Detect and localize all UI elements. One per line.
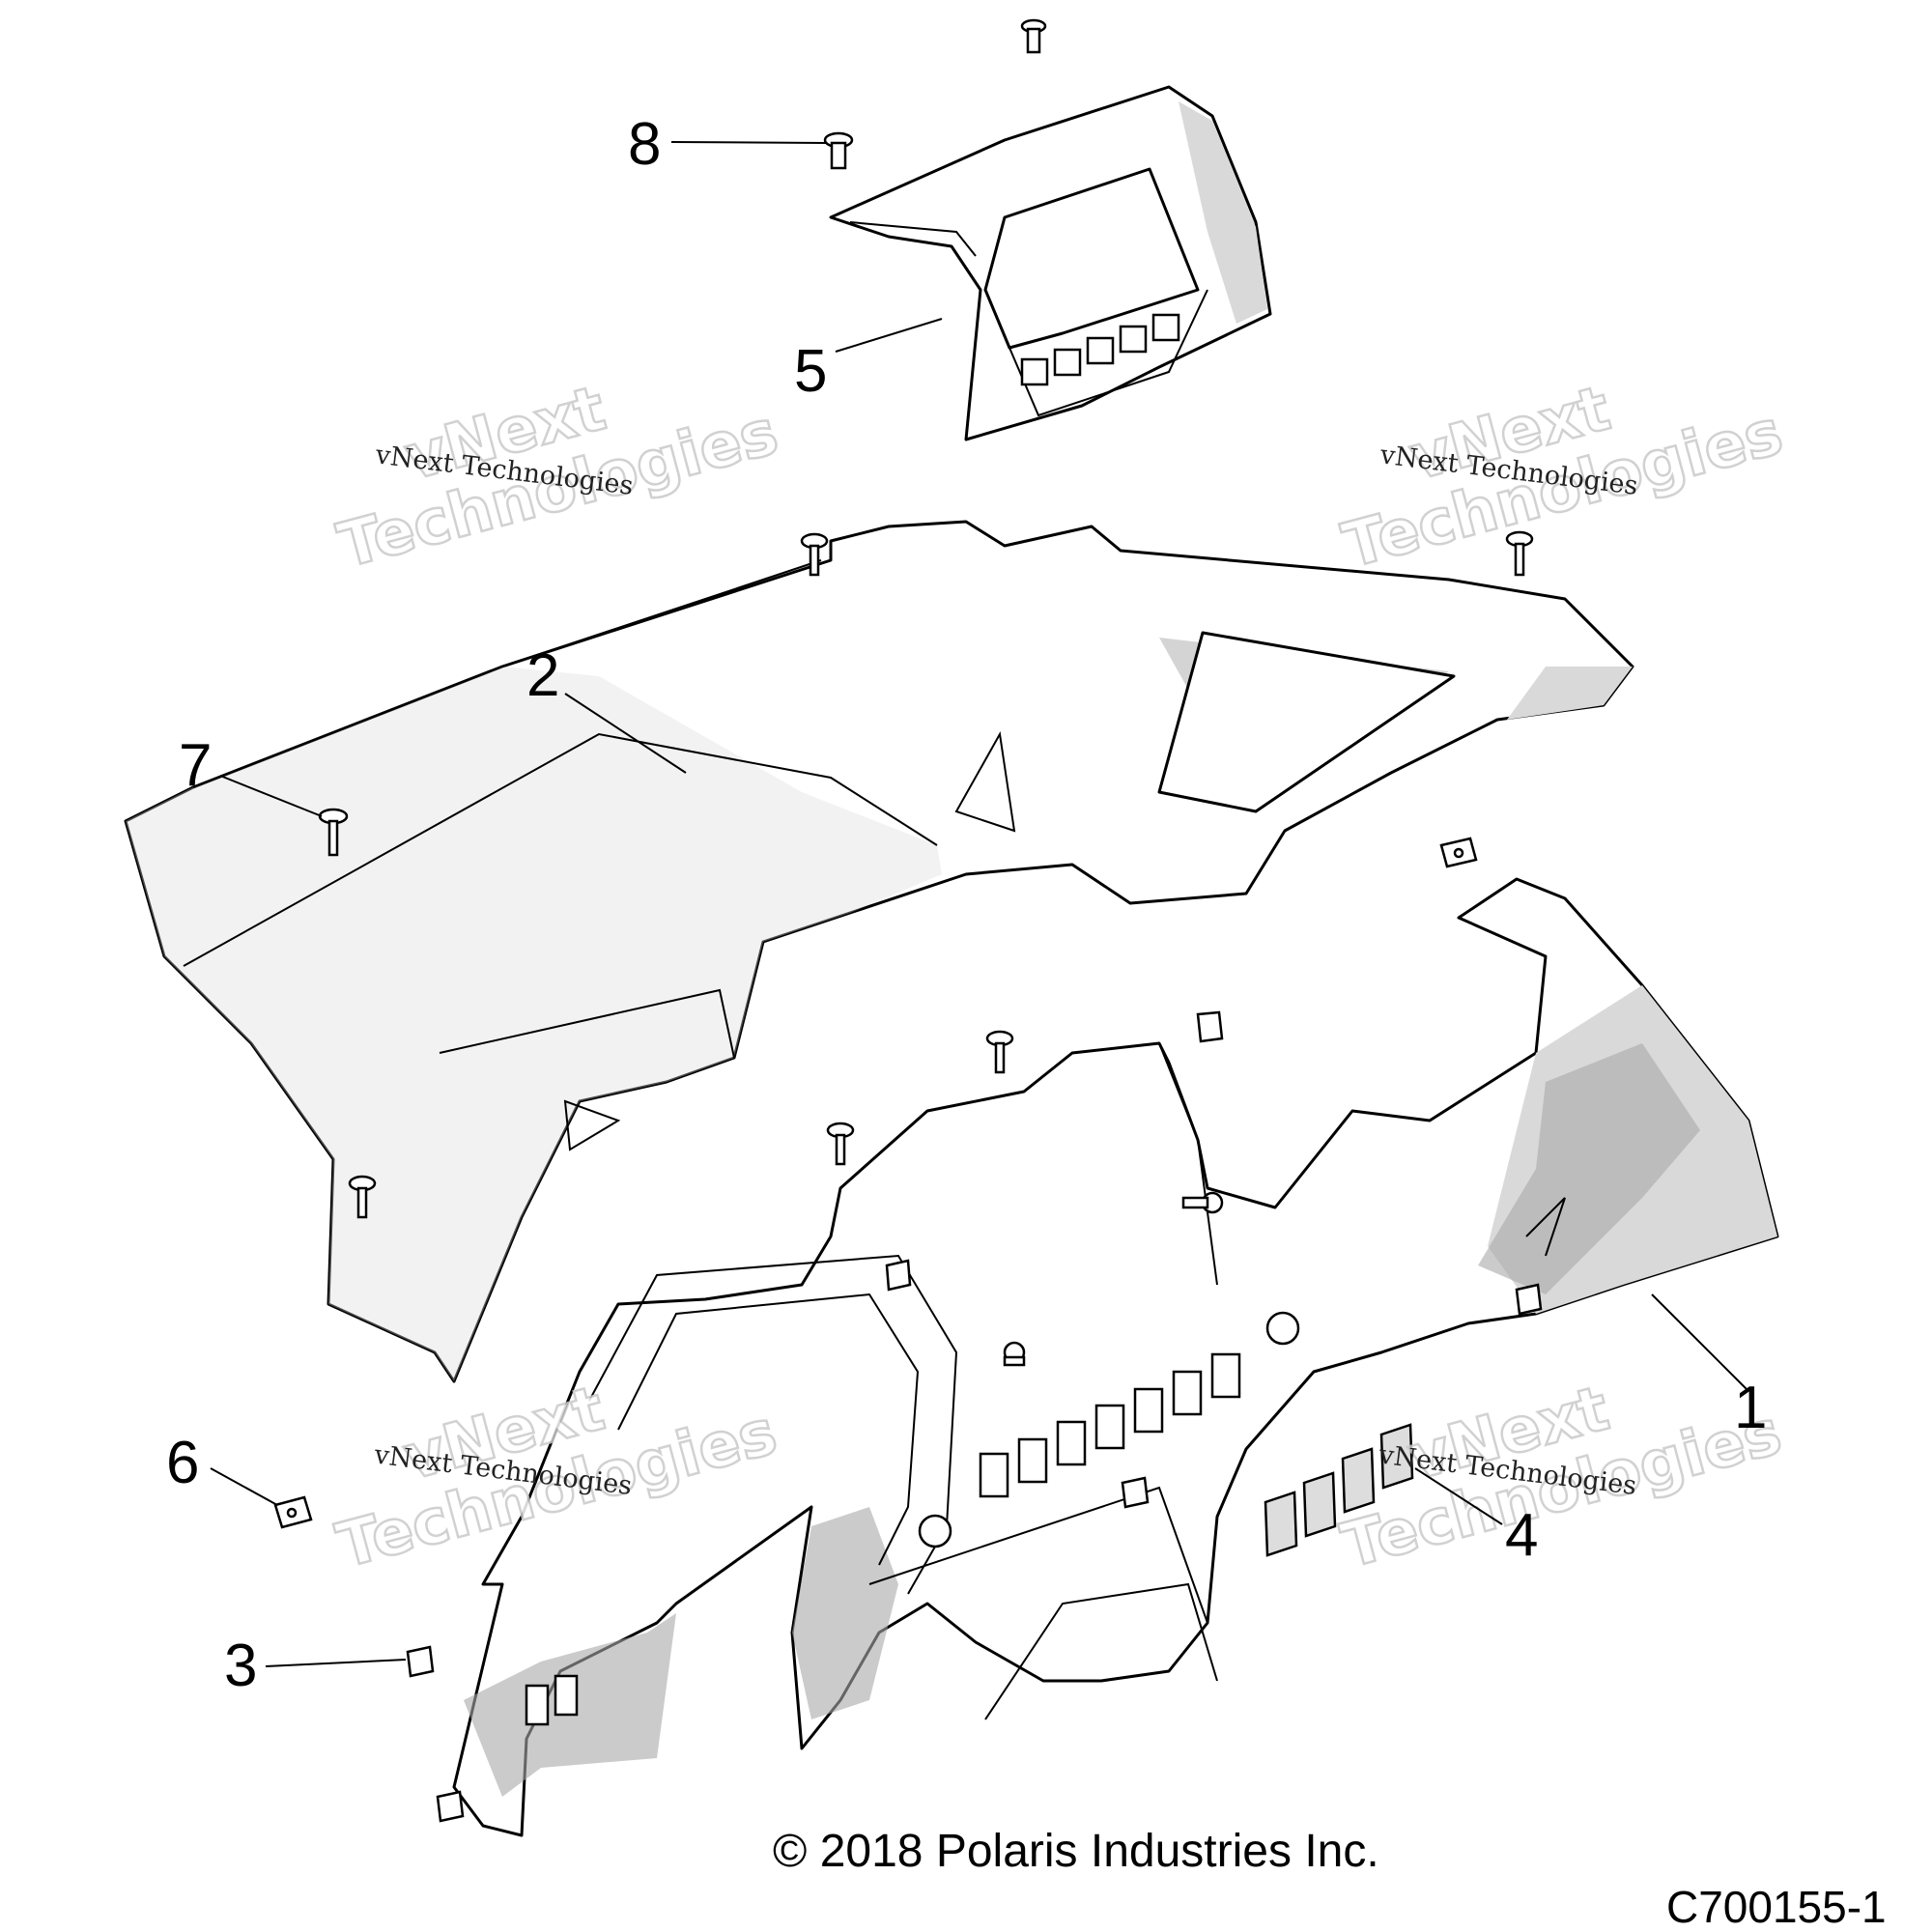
leader-7 <box>219 775 323 817</box>
callout-6: 6 <box>166 1430 199 1496</box>
part-8-push-rivet-top <box>1020 18 1047 54</box>
screw-center-1 <box>985 1030 1014 1074</box>
part-5-instrument-pod <box>829 85 1272 441</box>
leader-lines <box>210 141 1749 1667</box>
part-4-switch-plugs <box>1264 1423 1414 1557</box>
screw-side <box>1181 1191 1224 1214</box>
part-1-main-dash <box>452 877 1779 1837</box>
screw-dash-center <box>1003 1341 1026 1367</box>
screw-center-2 <box>826 1122 855 1166</box>
leader-8 <box>670 141 827 144</box>
callout-8: 8 <box>628 111 661 178</box>
pod-buttons <box>1020 313 1180 386</box>
clip-right <box>1515 1283 1543 1316</box>
callout-4: 4 <box>1505 1502 1538 1569</box>
callout-7: 7 <box>179 732 212 799</box>
leader-3 <box>265 1659 407 1667</box>
callout-3: 3 <box>224 1633 257 1699</box>
clip-lower-center <box>1121 1476 1150 1509</box>
part-3-clip <box>406 1645 435 1678</box>
watermark-top-left: vNext Technologies vNext Technologies <box>330 372 786 583</box>
leader-2 <box>564 693 687 774</box>
callout-1: 1 <box>1734 1375 1767 1441</box>
clip-upper <box>1196 1010 1224 1043</box>
part-7-screw <box>318 808 349 857</box>
leader-1 <box>1651 1293 1749 1392</box>
part-8-push-rivet <box>823 131 854 170</box>
leader-5 <box>835 318 943 353</box>
watermark-top-right: vNext Technologies vNext Technologies <box>1335 372 1791 583</box>
clip-dash <box>885 1259 912 1292</box>
screw-left-panel <box>348 1175 377 1219</box>
drawing-number: C700155-1 <box>1666 1882 1887 1932</box>
callout-2: 2 <box>526 642 559 709</box>
leader-4 <box>1414 1467 1503 1525</box>
clip-lower-left <box>436 1790 465 1823</box>
watermark-bottom-right: vNext Technologies vNext Technologies <box>1333 1372 1789 1583</box>
callout-5: 5 <box>794 338 827 405</box>
left-lower-switch-slots <box>525 1674 579 1726</box>
speed-nut-right <box>1439 837 1478 868</box>
part-6-speed-nut <box>273 1495 313 1529</box>
screw-upper-left <box>800 532 829 577</box>
dash-switch-slots <box>918 1311 1300 1548</box>
hardware <box>273 18 1543 1823</box>
leader-6 <box>210 1467 278 1506</box>
copyright-notice: © 2018 Polaris Industries Inc. <box>773 1826 1379 1877</box>
screw-upper-right <box>1505 530 1534 577</box>
